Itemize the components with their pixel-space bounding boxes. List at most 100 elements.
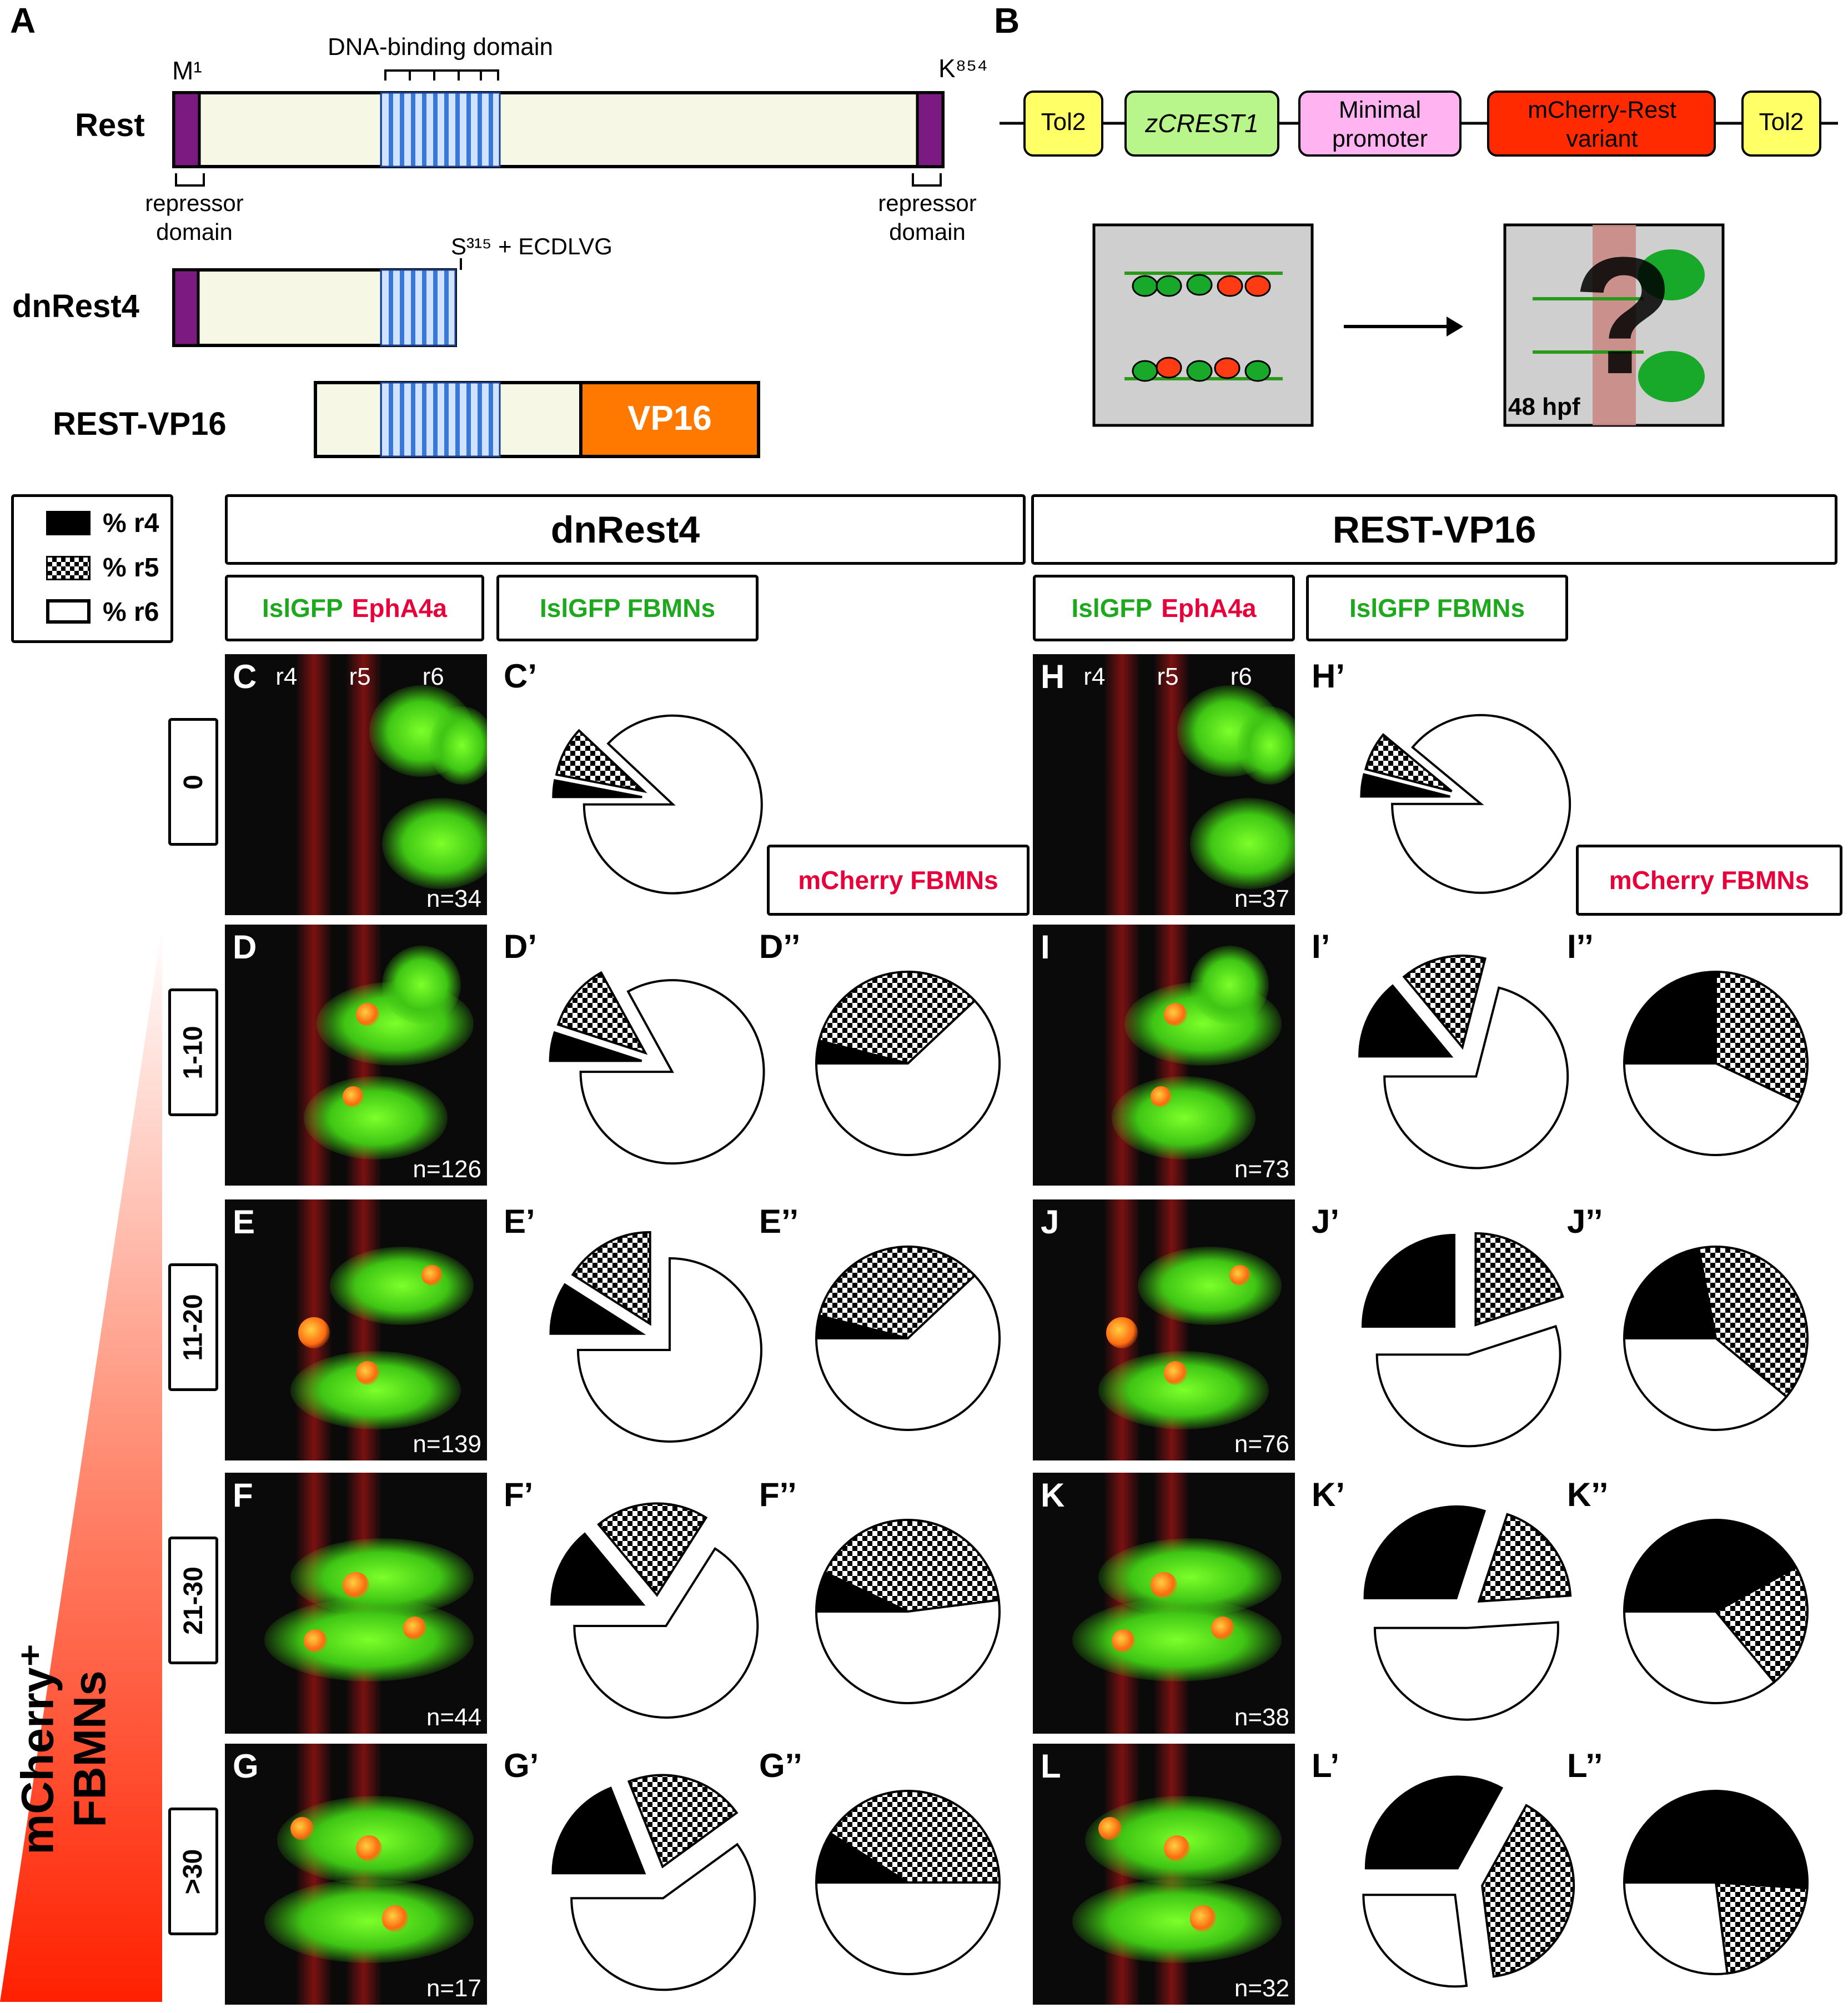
- pie-slice-r6: [1623, 1062, 1800, 1156]
- pie-panel-letter: I’’: [1567, 928, 1594, 965]
- panel-b-letter: B: [994, 1, 1020, 41]
- mcherry-cell: [403, 1616, 427, 1640]
- sample-size: n=76: [1234, 1430, 1289, 1458]
- pie-slice-r5: [555, 729, 647, 794]
- sample-size: n=73: [1234, 1156, 1289, 1183]
- pie-panel-letter: K’’: [1567, 1476, 1609, 1513]
- sample-size: n=126: [413, 1156, 481, 1183]
- mcherry-cell: [1098, 1816, 1122, 1841]
- subheader-left-mcherry-fbmns: mCherry FBMNs: [767, 845, 1030, 916]
- bin-label: >30: [168, 1808, 218, 1935]
- epha4a-stripe: [1103, 654, 1141, 915]
- legend-swatch-r6: [46, 599, 91, 624]
- pie-slice-r4: [1623, 1790, 1809, 1890]
- schematic-before: [1092, 223, 1314, 427]
- pie-slice-r5: [556, 971, 648, 1055]
- rest-protein-bar: [172, 69, 945, 187]
- pie-chart: [815, 1790, 1001, 1975]
- legend-label-r6: % r6: [103, 598, 159, 627]
- mcherry-cell: [356, 1361, 380, 1385]
- rhombomere-label: r4: [275, 663, 298, 690]
- gfp-signal: [1190, 945, 1269, 1024]
- sample-size: n=17: [426, 1975, 481, 2002]
- pie-slice-r4: [1623, 1519, 1798, 1613]
- pie-slice-r5: [817, 971, 977, 1065]
- pie-slice-r4: [551, 1786, 646, 1875]
- mcherry-cell: [1164, 1835, 1191, 1861]
- bin-label-text: 1-10: [178, 1025, 208, 1080]
- dnrest4-protein-bar: [172, 258, 462, 347]
- repressor-domain-left-label: repressor domain: [145, 190, 244, 245]
- sample-size: n=34: [426, 885, 481, 912]
- legend-swatch-r5: [46, 556, 91, 580]
- pie-slice-r5: [1697, 1246, 1809, 1398]
- legend-label-r4: % r4: [103, 509, 159, 538]
- panel-a-diagram: [172, 69, 945, 458]
- legend-box: % r4 % r5 % r6: [11, 494, 173, 643]
- stage-label: 48 hpf: [1508, 393, 1580, 420]
- islgfp-label: IslGFP: [1071, 594, 1153, 623]
- pie-slice-r5: [1714, 1565, 1809, 1684]
- pie-chart: [1623, 1790, 1809, 1975]
- legend-swatch-r4: [46, 511, 91, 535]
- pie-slice-r5: [597, 1502, 708, 1597]
- panel-letter: J: [1041, 1203, 1059, 1241]
- pie-slice-r5: [823, 1519, 1000, 1613]
- pie-slice-r6: [1391, 714, 1571, 894]
- pie-panel-letter: E’: [504, 1203, 535, 1240]
- dnrest4-end-label: S³¹⁵ + ECDLVG: [451, 233, 612, 259]
- legend-label-r5: % r5: [103, 553, 159, 583]
- pie-slice-r6: [570, 1843, 756, 1991]
- bin-label: 21-30: [168, 1537, 218, 1664]
- mcherry-cell: [1190, 1905, 1217, 1932]
- mcherry-cell: [343, 1086, 364, 1108]
- gfp-signal: [1072, 1879, 1282, 1963]
- epha4a-stripe: [345, 654, 383, 915]
- pie-chart: [550, 1502, 759, 1719]
- pie-panel-letter: E’’: [759, 1203, 799, 1240]
- gfp-signal: [429, 706, 487, 785]
- pie-slice-r5: [828, 1790, 1001, 1884]
- mcherry-cell: [356, 1003, 380, 1027]
- restvp16-name: REST-VP16: [53, 406, 227, 442]
- rhombomere-label: r4: [1083, 663, 1106, 690]
- mcherry-cell: [1211, 1616, 1235, 1640]
- pie-slice-r5: [571, 1231, 651, 1326]
- pie-slice-r5: [627, 1774, 739, 1869]
- mcherry-cell: [1164, 1361, 1188, 1385]
- pie-slice-r6: [1623, 1881, 1729, 1975]
- repressor-domain-right-label: repressor domain: [878, 190, 977, 245]
- pie-chart: [1623, 1246, 1809, 1431]
- bin-label-text: 21-30: [178, 1566, 208, 1635]
- mcherry-cell: [1151, 1572, 1177, 1598]
- panel-letter: E: [233, 1203, 255, 1241]
- islgfp-label: IslGFP: [262, 594, 343, 623]
- pie-slice-r6: [582, 714, 763, 895]
- panel-letter: G: [233, 1748, 259, 1785]
- construct-tol2-left: Tol2: [1041, 108, 1086, 135]
- group-header-dnrest4: dnRest4: [225, 494, 1026, 565]
- pie-chart: [551, 1774, 756, 1991]
- vp16-label: VP16: [627, 399, 712, 438]
- sample-size: n=32: [1234, 1975, 1289, 2002]
- subheader-right-islgfp-epha4a: IslGFP EphA4a: [1033, 575, 1295, 641]
- pie-slice-r5: [817, 1246, 977, 1340]
- pie-slice-r4: [549, 1031, 642, 1062]
- rhombomere-label: r6: [422, 663, 444, 690]
- mcherry-cell: [421, 1264, 443, 1286]
- bin-label: 0: [168, 718, 218, 846]
- restvp16-protein-bar: [314, 381, 760, 458]
- pie-chart: [1623, 970, 1809, 1156]
- gfp-signal: [1137, 1246, 1282, 1325]
- mcherry-cell: [1111, 1629, 1136, 1653]
- subheader-right-islgfp-fbmns: IslGFP FBMNs: [1306, 575, 1568, 641]
- pie-slice-r4: [1358, 984, 1454, 1058]
- rest-start-label: M¹: [172, 56, 202, 85]
- dna-binding-domain-label: DNA-binding domain: [328, 33, 553, 61]
- pie-slice-r6: [573, 1547, 759, 1719]
- epha4a-label: EphA4a: [351, 594, 447, 623]
- pie-slice-r6: [576, 1257, 762, 1443]
- rhombomere-label: r5: [349, 663, 371, 690]
